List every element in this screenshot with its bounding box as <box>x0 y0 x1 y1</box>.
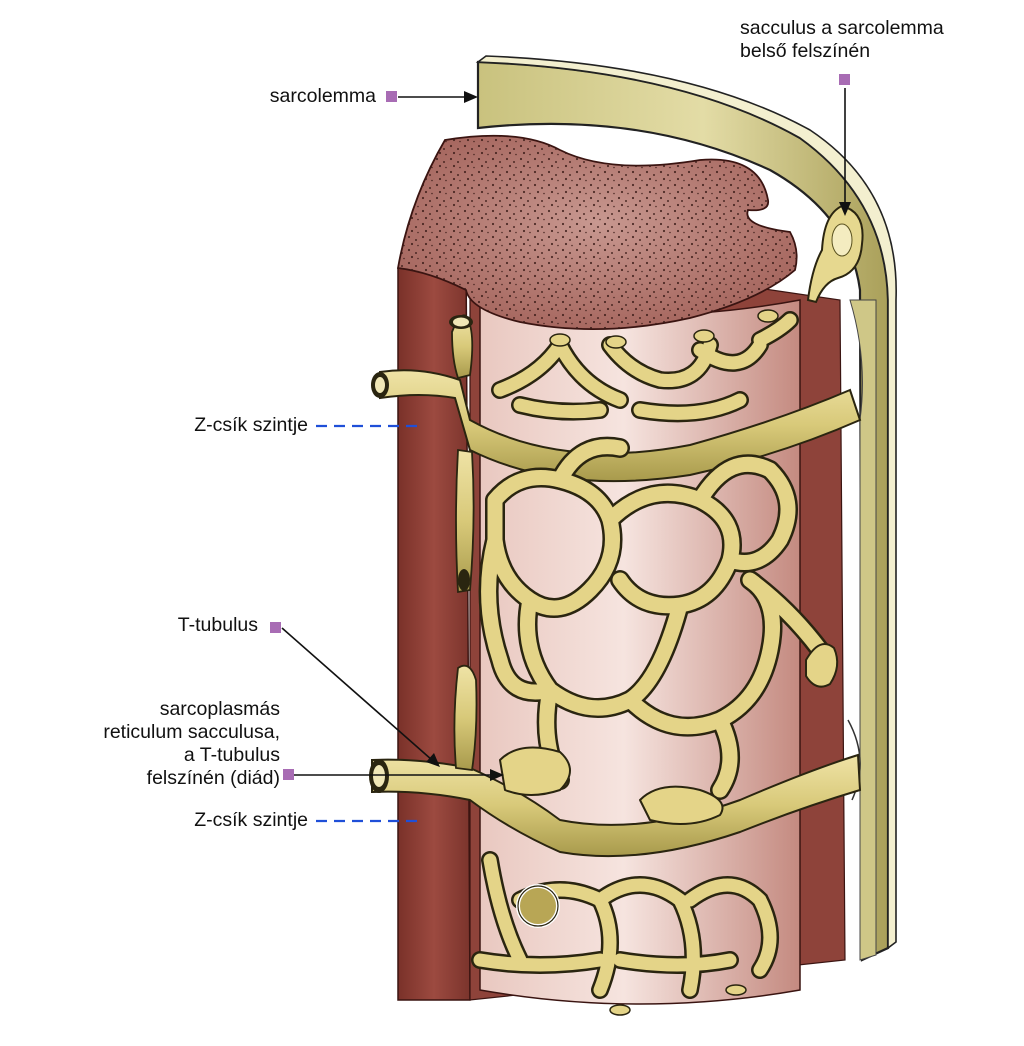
marker-t-tubule <box>270 622 281 633</box>
marker-sr-diad <box>283 769 294 780</box>
sacculus-sarcolemma <box>808 206 863 302</box>
marker-sarcolemma <box>386 91 397 102</box>
label-sr-line3: a T-tubulus <box>103 744 280 767</box>
label-t-tubule: T-tubulus <box>178 614 258 637</box>
marker-sacculus <box>839 74 850 85</box>
label-sacculus-line2: belső felszínén <box>740 40 944 63</box>
label-sr-line1: sarcoplasmás <box>103 698 280 721</box>
label-z-disc-bottom: Z-csík szintje <box>194 809 308 832</box>
label-sr-line2: reticulum sacculusa, <box>103 721 280 744</box>
label-z-disc-top: Z-csík szintje <box>194 414 308 437</box>
label-sarcolemma: sarcolemma <box>270 85 376 108</box>
label-sacculus: sacculus a sarcolemma belső felszínén <box>740 17 944 63</box>
label-sacculus-line1: sacculus a sarcolemma <box>740 17 944 40</box>
label-sr-diad: sarcoplasmás reticulum sacculusa, a T-tu… <box>103 698 280 790</box>
label-sr-line4: felszínén (diád) <box>103 767 280 790</box>
